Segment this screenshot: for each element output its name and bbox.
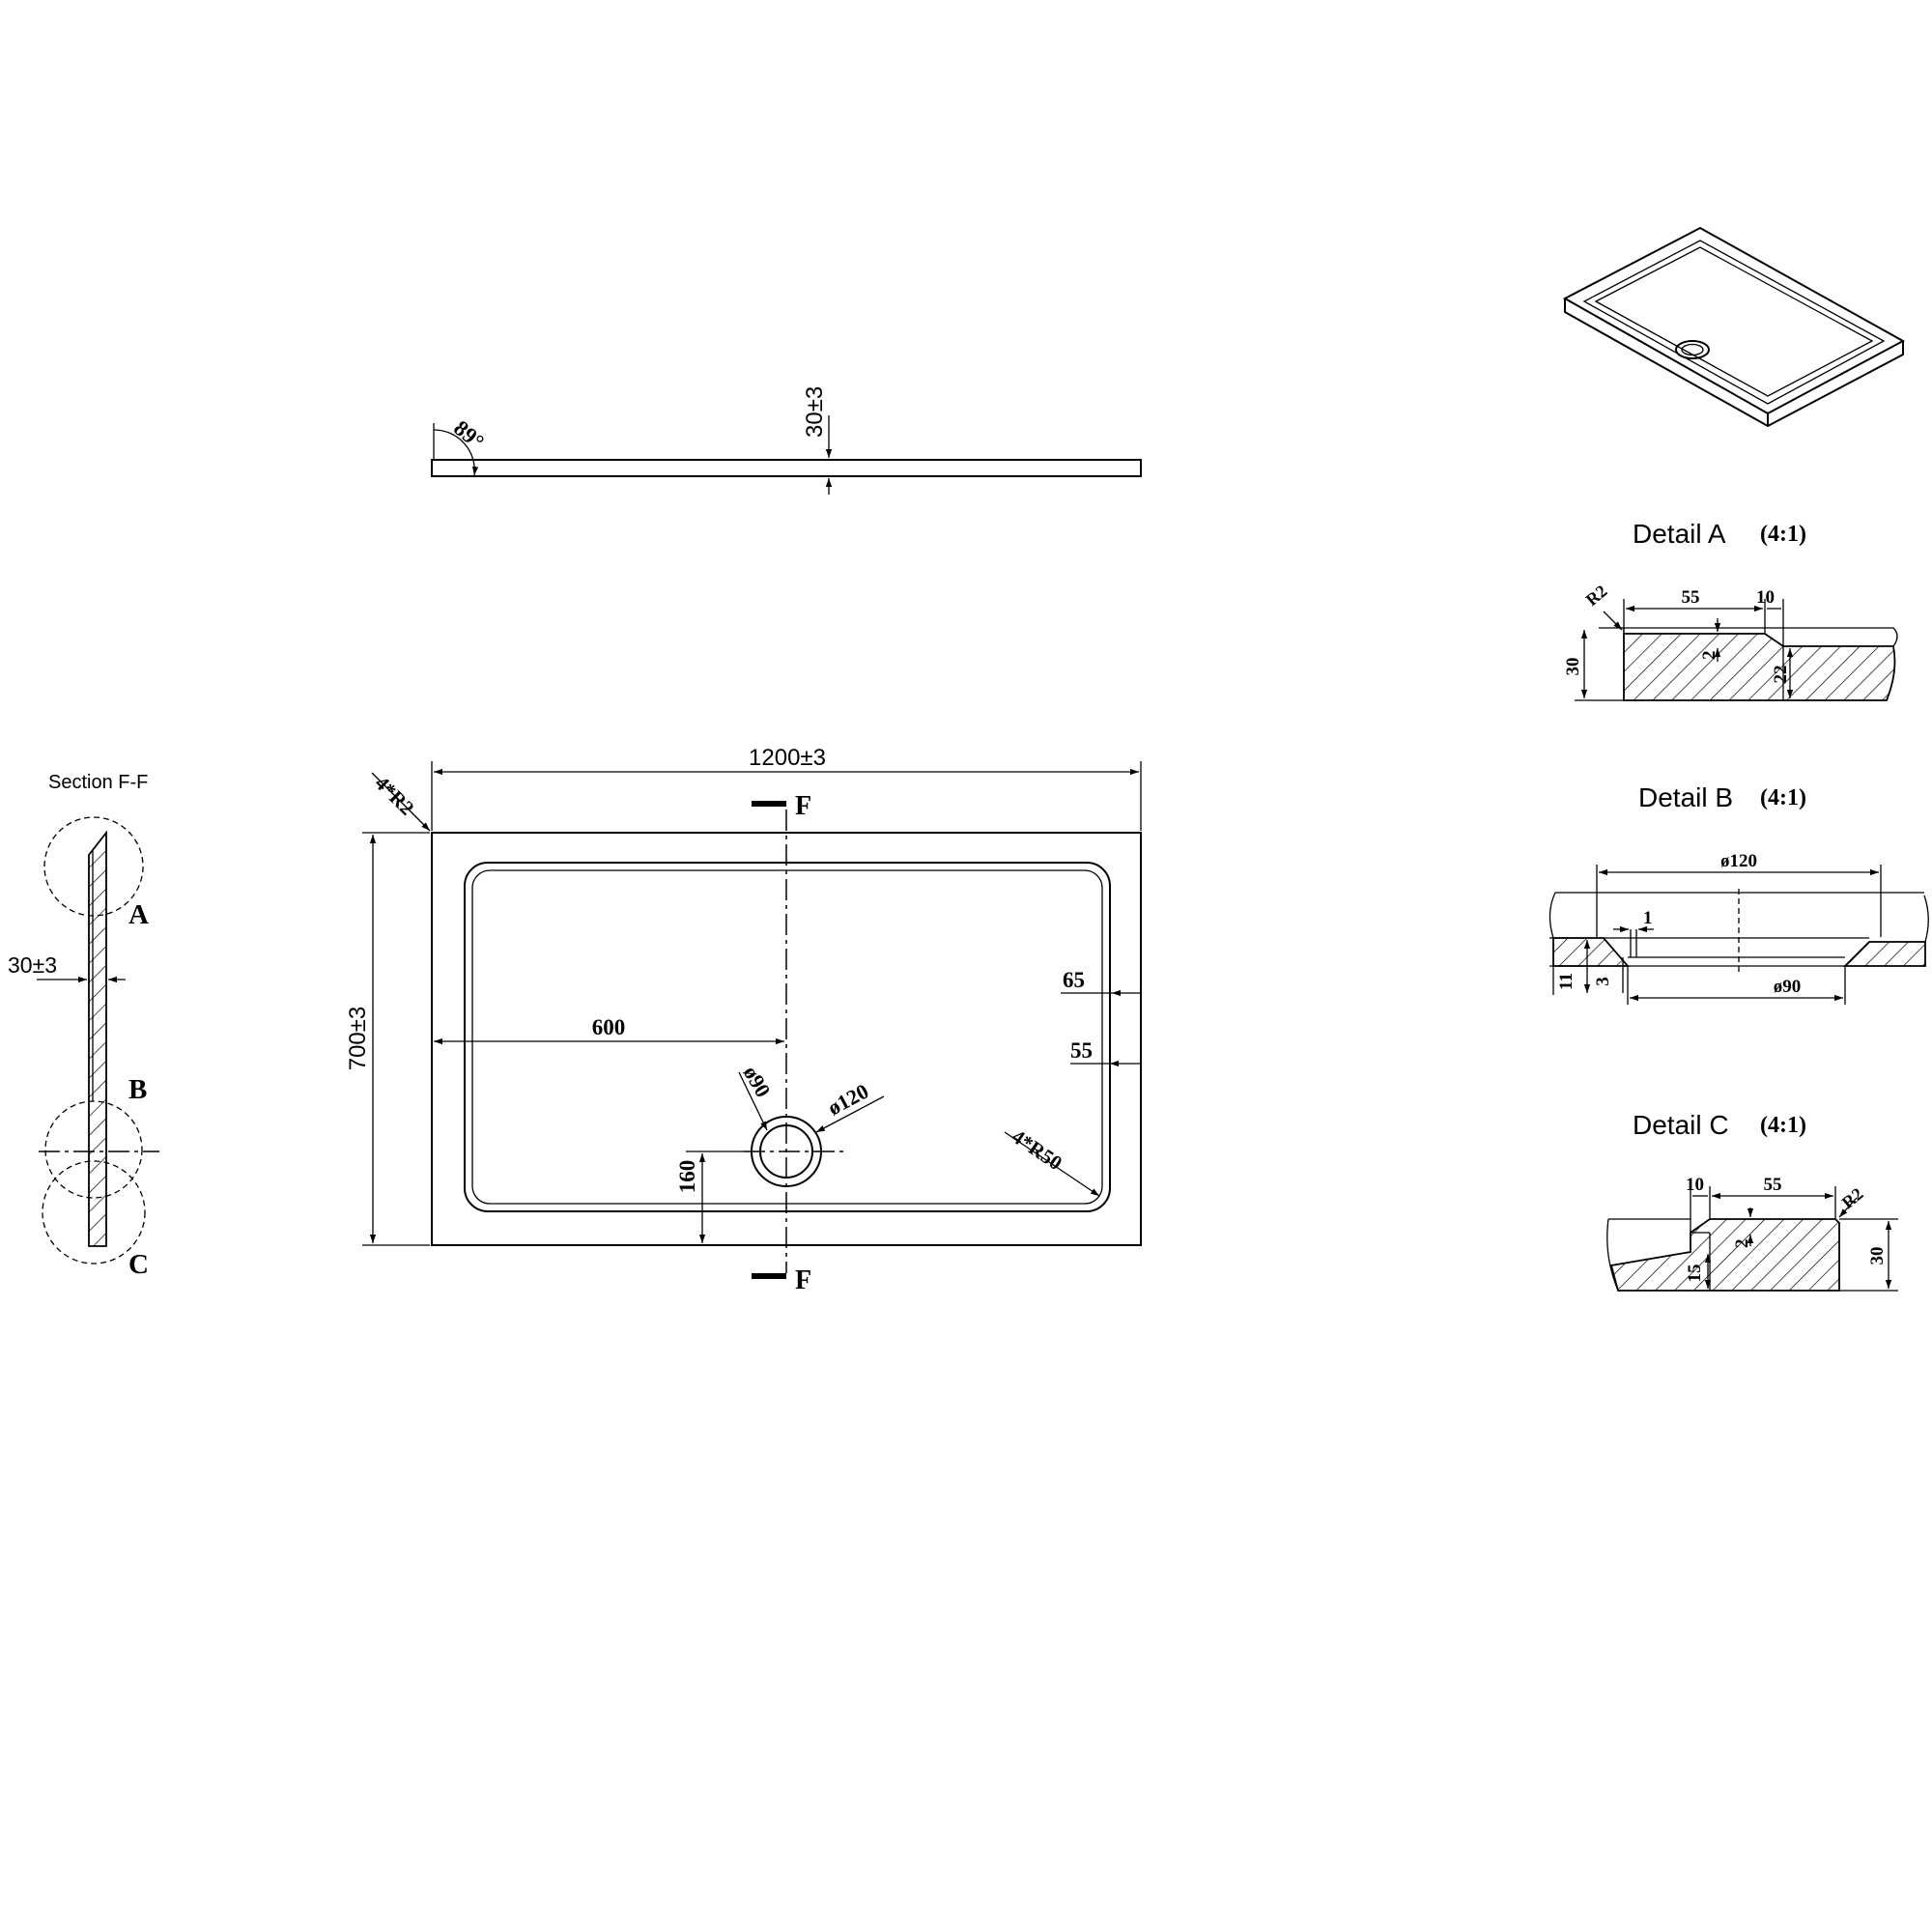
section-marker-bottom: F <box>795 1265 811 1295</box>
plan-rim-label-65: 65 <box>1063 968 1085 992</box>
detail-c-rim-label: 55 <box>1764 1175 1782 1195</box>
detail-b-depth-label: 3 <box>1593 977 1613 986</box>
detail-a-view: Detail A (4:1) 55 10 30 2 22 R2 <box>1563 519 1898 701</box>
plan-drain-y-label: 160 <box>675 1160 699 1194</box>
section-arrow-bottom <box>752 1273 786 1279</box>
detail-b-title: Detail B <box>1638 782 1733 812</box>
plan-rim-label-55: 55 <box>1070 1038 1093 1063</box>
tray-basin-inner <box>471 869 1103 1205</box>
section-marker-b: B <box>128 1074 147 1105</box>
detail-a-circle <box>43 816 144 917</box>
detail-b-scale: (4:1) <box>1760 785 1806 810</box>
detail-b-view: Detail B (4:1) ø120 ø90 11 3 1 <box>1548 782 1929 1005</box>
tray-basin-outer <box>464 862 1111 1212</box>
section-marker-c: C <box>128 1249 149 1280</box>
plan-view: F F 1200±3 700±3 4*R2 600 160 ø90 ø120 6… <box>345 745 1142 1295</box>
detail-c-circle <box>42 1160 146 1264</box>
section-marker-a: A <box>128 899 149 930</box>
section-ff-title: Section F-F <box>48 772 148 793</box>
plan-inner-corner-label: 4*R50 <box>1008 1124 1066 1175</box>
detail-a-radius-label: R2 <box>1582 582 1611 610</box>
plan-drain-x-label: 600 <box>592 1015 626 1039</box>
detail-a-title: Detail A <box>1633 519 1726 549</box>
detail-c-step-label: 10 <box>1686 1175 1704 1195</box>
detail-c-height-label: 30 <box>1867 1247 1888 1265</box>
detail-c-radius-label: R2 <box>1838 1184 1867 1212</box>
detail-a-scale: (4:1) <box>1760 522 1806 547</box>
detail-b-step-label: 1 <box>1643 908 1653 928</box>
detail-a-depth-label: 22 <box>1771 666 1791 684</box>
section-marker-top: F <box>795 791 811 821</box>
detail-c-scale: (4:1) <box>1760 1113 1806 1138</box>
section-ff-view: Section F-F A B C 30±3 <box>8 772 159 1280</box>
detail-a-step-label: 10 <box>1756 587 1775 608</box>
detail-c-view: Detail C (4:1) 10 55 R2 2 15 30 <box>1606 1110 1898 1292</box>
plan-height-label: 700±3 <box>345 1007 371 1071</box>
detail-c-drop-label: 2 <box>1732 1239 1752 1249</box>
detail-c-depth-label: 15 <box>1685 1264 1705 1283</box>
detail-a-rim-label: 55 <box>1682 587 1700 608</box>
detail-b-circle <box>44 1100 143 1199</box>
plan-width-label: 1200±3 <box>749 745 826 771</box>
plan-drain-outer-label: ø120 <box>824 1079 873 1121</box>
section-arrow-top <box>752 801 786 807</box>
detail-b-height-label: 11 <box>1556 973 1577 990</box>
detail-b-inner-label: ø90 <box>1774 977 1802 997</box>
side-elevation: 89° 30±3 <box>431 386 1142 495</box>
detail-a-drop-label: 2 <box>1699 651 1719 661</box>
plan-drain-inner-label: ø90 <box>739 1062 776 1101</box>
section-thickness-label: 30±3 <box>8 952 57 978</box>
detail-a-height-label: 30 <box>1563 658 1583 676</box>
elevation-angle-label: 89° <box>449 415 489 454</box>
detail-b-outer-label: ø120 <box>1720 851 1757 871</box>
elevation-thickness-label: 30±3 <box>802 386 828 438</box>
isometric-view <box>1562 226 1906 428</box>
detail-c-title: Detail C <box>1633 1110 1729 1140</box>
